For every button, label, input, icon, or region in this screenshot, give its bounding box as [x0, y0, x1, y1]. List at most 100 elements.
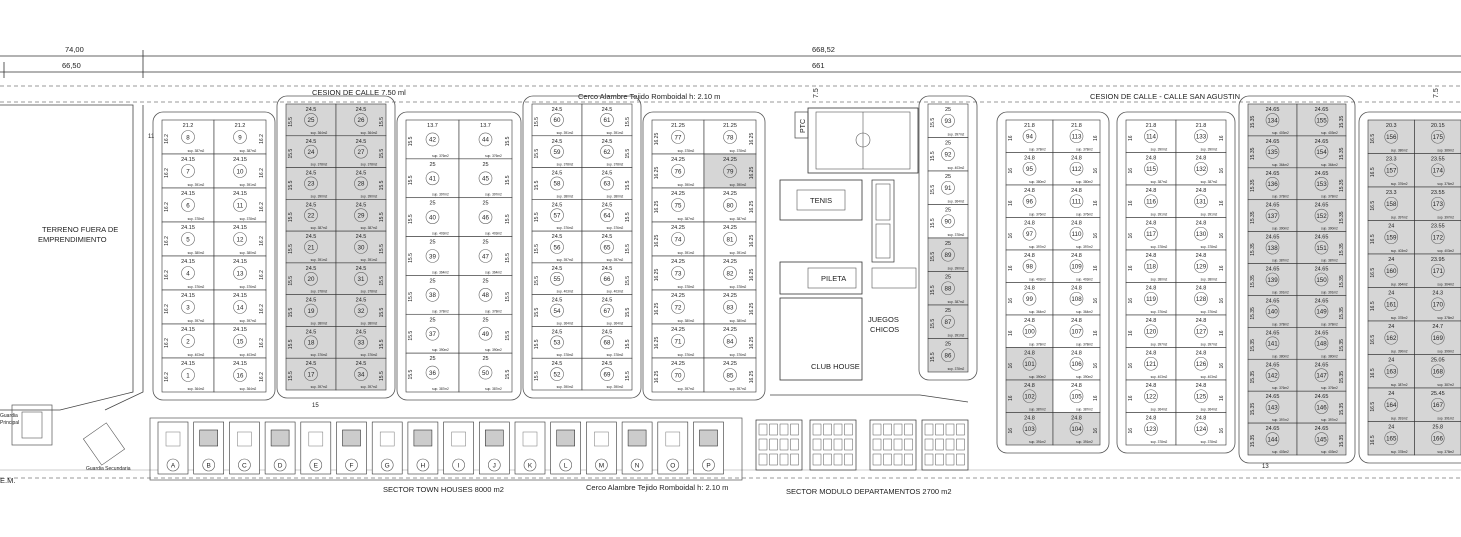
lot-width: 24.8	[1196, 221, 1207, 227]
lot-number: 41	[429, 176, 436, 183]
lot-number-circle	[1144, 129, 1158, 144]
lot-number: 32	[358, 308, 365, 315]
lot-area: sup. 391m2	[188, 183, 205, 187]
lot-depth: 16	[1008, 200, 1014, 206]
lot-area: sup. 378m2	[1151, 440, 1168, 444]
lot-width: 24.15	[233, 225, 247, 231]
townhouse-label: A	[171, 463, 176, 470]
lot-number-circle	[1144, 421, 1158, 436]
lot-depth: 16.25	[654, 133, 660, 146]
townhouse-label: I	[458, 463, 460, 470]
lot-number: 52	[554, 371, 561, 378]
lot-area: sup. 397m2	[1151, 343, 1168, 347]
lot-15	[213, 323, 267, 359]
lot-depth: 15.35	[1250, 147, 1256, 160]
lot-width: 24.15	[181, 259, 195, 265]
lot-81	[703, 221, 757, 257]
lot-area: sup. 397m2	[730, 387, 747, 391]
lot-width: 24.7	[1432, 324, 1443, 330]
lot-width: 24.8	[1146, 383, 1157, 389]
lot-154	[1296, 135, 1347, 169]
lot-number: 71	[675, 338, 682, 345]
lot-number-circle	[1384, 163, 1399, 178]
lot-area: sup. 390m2	[361, 194, 378, 198]
lot-number: 38	[429, 292, 436, 299]
departamento-module	[809, 419, 857, 471]
lot-number: 157	[1386, 168, 1397, 175]
lot-166	[1414, 421, 1461, 456]
lot-38	[405, 275, 460, 315]
lot-depth: 16	[1128, 135, 1134, 141]
lot-width: 24.5	[306, 139, 317, 145]
lot-width: 24.15	[181, 327, 195, 333]
lot-number: 118	[1146, 264, 1156, 271]
lot-width: 13.7	[427, 123, 438, 129]
lot-number-circle	[600, 367, 614, 381]
lot-depth: 16	[1008, 330, 1014, 336]
lot-147	[1296, 358, 1347, 392]
lot-number: 16	[237, 372, 244, 379]
lot-area: sup. 397m2	[1201, 343, 1218, 347]
lot-depth: 16	[1093, 135, 1099, 141]
lot-area: sup. 391m2	[678, 251, 695, 255]
lot-width: 24.8	[1024, 221, 1035, 227]
lot-area: sup. 378m2	[1151, 245, 1168, 249]
lot-depth: 15.5	[930, 352, 936, 362]
lot-depth: 15.35	[1250, 243, 1256, 256]
lot-width: 24.65	[1266, 171, 1280, 177]
lot-76	[651, 153, 705, 189]
lot-number: 108	[1071, 296, 1082, 303]
lot-number-circle	[1314, 336, 1329, 351]
lot-number-circle	[1144, 324, 1158, 339]
lot-area: sup. 364m2	[1076, 310, 1093, 314]
lot-depth: 15.5	[930, 151, 936, 161]
lot-number: 138	[1267, 245, 1278, 252]
lot-width: 24	[1388, 425, 1394, 431]
lot-depth: 16.2	[164, 168, 170, 178]
lot-width: 25	[482, 278, 488, 284]
lot-number: 99	[1026, 296, 1033, 303]
lot-13	[213, 255, 267, 291]
lot-132	[1175, 152, 1227, 186]
lot-area: sup. 364m2	[485, 270, 502, 274]
lot-area: sup. 390m2	[607, 385, 624, 389]
lot-width: 24.25	[671, 225, 685, 231]
lot-area: sup. 380m2	[678, 319, 695, 323]
lot-depth: 16	[1128, 428, 1134, 434]
lot-number-circle	[671, 300, 685, 314]
lot-area: sup. 403m2	[240, 353, 257, 357]
lot-number-circle	[425, 171, 440, 186]
lot-number: 128	[1196, 296, 1207, 303]
lot-number: 21	[308, 244, 315, 251]
lot-number: 156	[1386, 134, 1397, 141]
lot-number-circle	[1022, 324, 1037, 339]
lot-number: 90	[945, 219, 952, 226]
lot-number-circle	[723, 334, 737, 348]
lot-area: sup. 387m2	[1076, 408, 1093, 412]
lot-number-circle	[723, 232, 737, 246]
lot-area: sup. 397m2	[1076, 245, 1093, 249]
lot-number-circle	[1069, 161, 1084, 176]
lot-106	[1052, 347, 1101, 381]
lot-number: 149	[1316, 309, 1327, 316]
lot-area: sup. 391m2	[311, 258, 328, 262]
lot-56	[531, 230, 583, 264]
lot-depth: 16	[1128, 200, 1134, 206]
lot-59	[531, 135, 583, 168]
lot-width: 25	[482, 162, 488, 168]
lot-width: 24.65	[1315, 330, 1329, 336]
lot-number: 168	[1433, 369, 1444, 376]
lot-area: sup. 387m2	[1437, 383, 1454, 387]
lot-depth: 16.25	[749, 235, 755, 248]
lot-depth: 16	[1093, 168, 1099, 174]
lot-width: 24.5	[602, 171, 613, 177]
lot-number: 92	[945, 152, 952, 159]
lot-number-circle	[478, 288, 493, 302]
lot-number-circle	[671, 198, 685, 212]
lot-width: 23.55	[1431, 224, 1445, 230]
lot-number: 69	[604, 371, 611, 378]
lot-width: 20.3	[1386, 123, 1397, 129]
lot-area: sup. 380m2	[188, 251, 205, 255]
lot-depth: 16	[1219, 168, 1225, 174]
lot-number-circle	[181, 130, 195, 144]
